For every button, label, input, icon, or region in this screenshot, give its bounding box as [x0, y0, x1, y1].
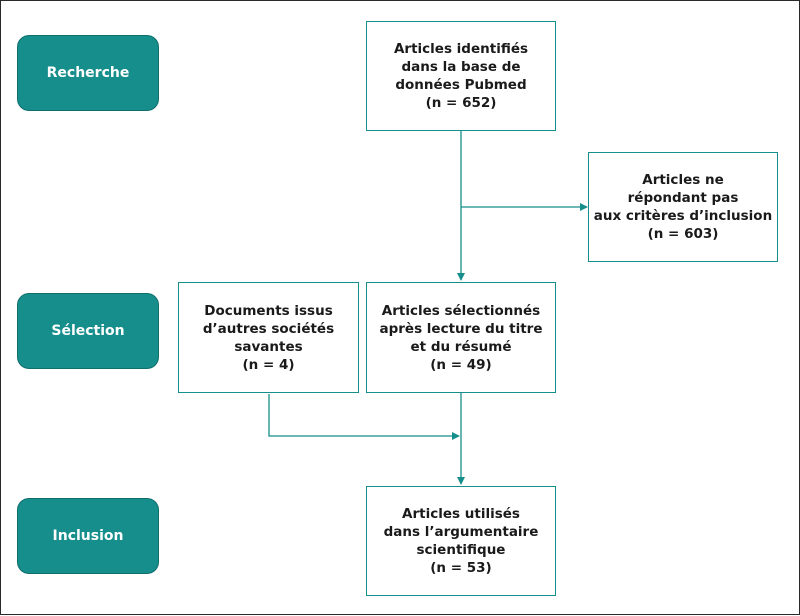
box-line: dans l’argumentaire: [383, 524, 539, 540]
box-line: répondant pas: [627, 190, 739, 206]
box-line: scientifique: [416, 542, 506, 558]
box-line: Articles sélectionnés: [381, 302, 541, 319]
box-count: (n = 603): [647, 226, 719, 242]
arrow-other-docs-to-merge: [268, 394, 460, 440]
box-line: d’autres sociétés: [202, 320, 335, 337]
box-line: savantes: [234, 338, 303, 355]
box-articles-excluded: Articles ne répondant pas aux critères d…: [588, 152, 778, 262]
box-count: (n = 4): [242, 356, 295, 373]
stage-recherche-label: Recherche: [46, 65, 130, 81]
box-articles-used: Articles utilisés dans l’argumentaire sc…: [366, 486, 556, 596]
box-line: après lecture du titre: [379, 320, 543, 337]
box-count: (n = 49): [430, 356, 492, 373]
box-line: Documents issus: [204, 302, 333, 319]
box-articles-identified: Articles identifiés dans la base de donn…: [366, 21, 556, 131]
box-line: données Pubmed: [395, 77, 527, 93]
box-articles-selected: Articles sélectionnés après lecture du t…: [366, 282, 556, 393]
box-count: (n = 53): [430, 560, 492, 576]
stage-inclusion-label: Inclusion: [52, 528, 124, 544]
box-line: dans la base de: [401, 59, 521, 75]
box-other-documents: Documents issus d’autres sociétés savant…: [178, 282, 359, 393]
box-line: et du résumé: [410, 338, 512, 355]
stage-inclusion: Inclusion: [17, 498, 159, 574]
stage-selection-label: Sélection: [51, 323, 125, 339]
box-line: Articles utilisés: [402, 506, 520, 522]
box-line: Articles identifiés: [393, 41, 529, 57]
box-line: Articles ne: [642, 172, 724, 188]
box-line: aux critères d’inclusion: [593, 208, 773, 224]
stage-recherche: Recherche: [17, 35, 159, 111]
box-count: (n = 652): [425, 95, 497, 111]
stage-selection: Sélection: [17, 293, 159, 369]
